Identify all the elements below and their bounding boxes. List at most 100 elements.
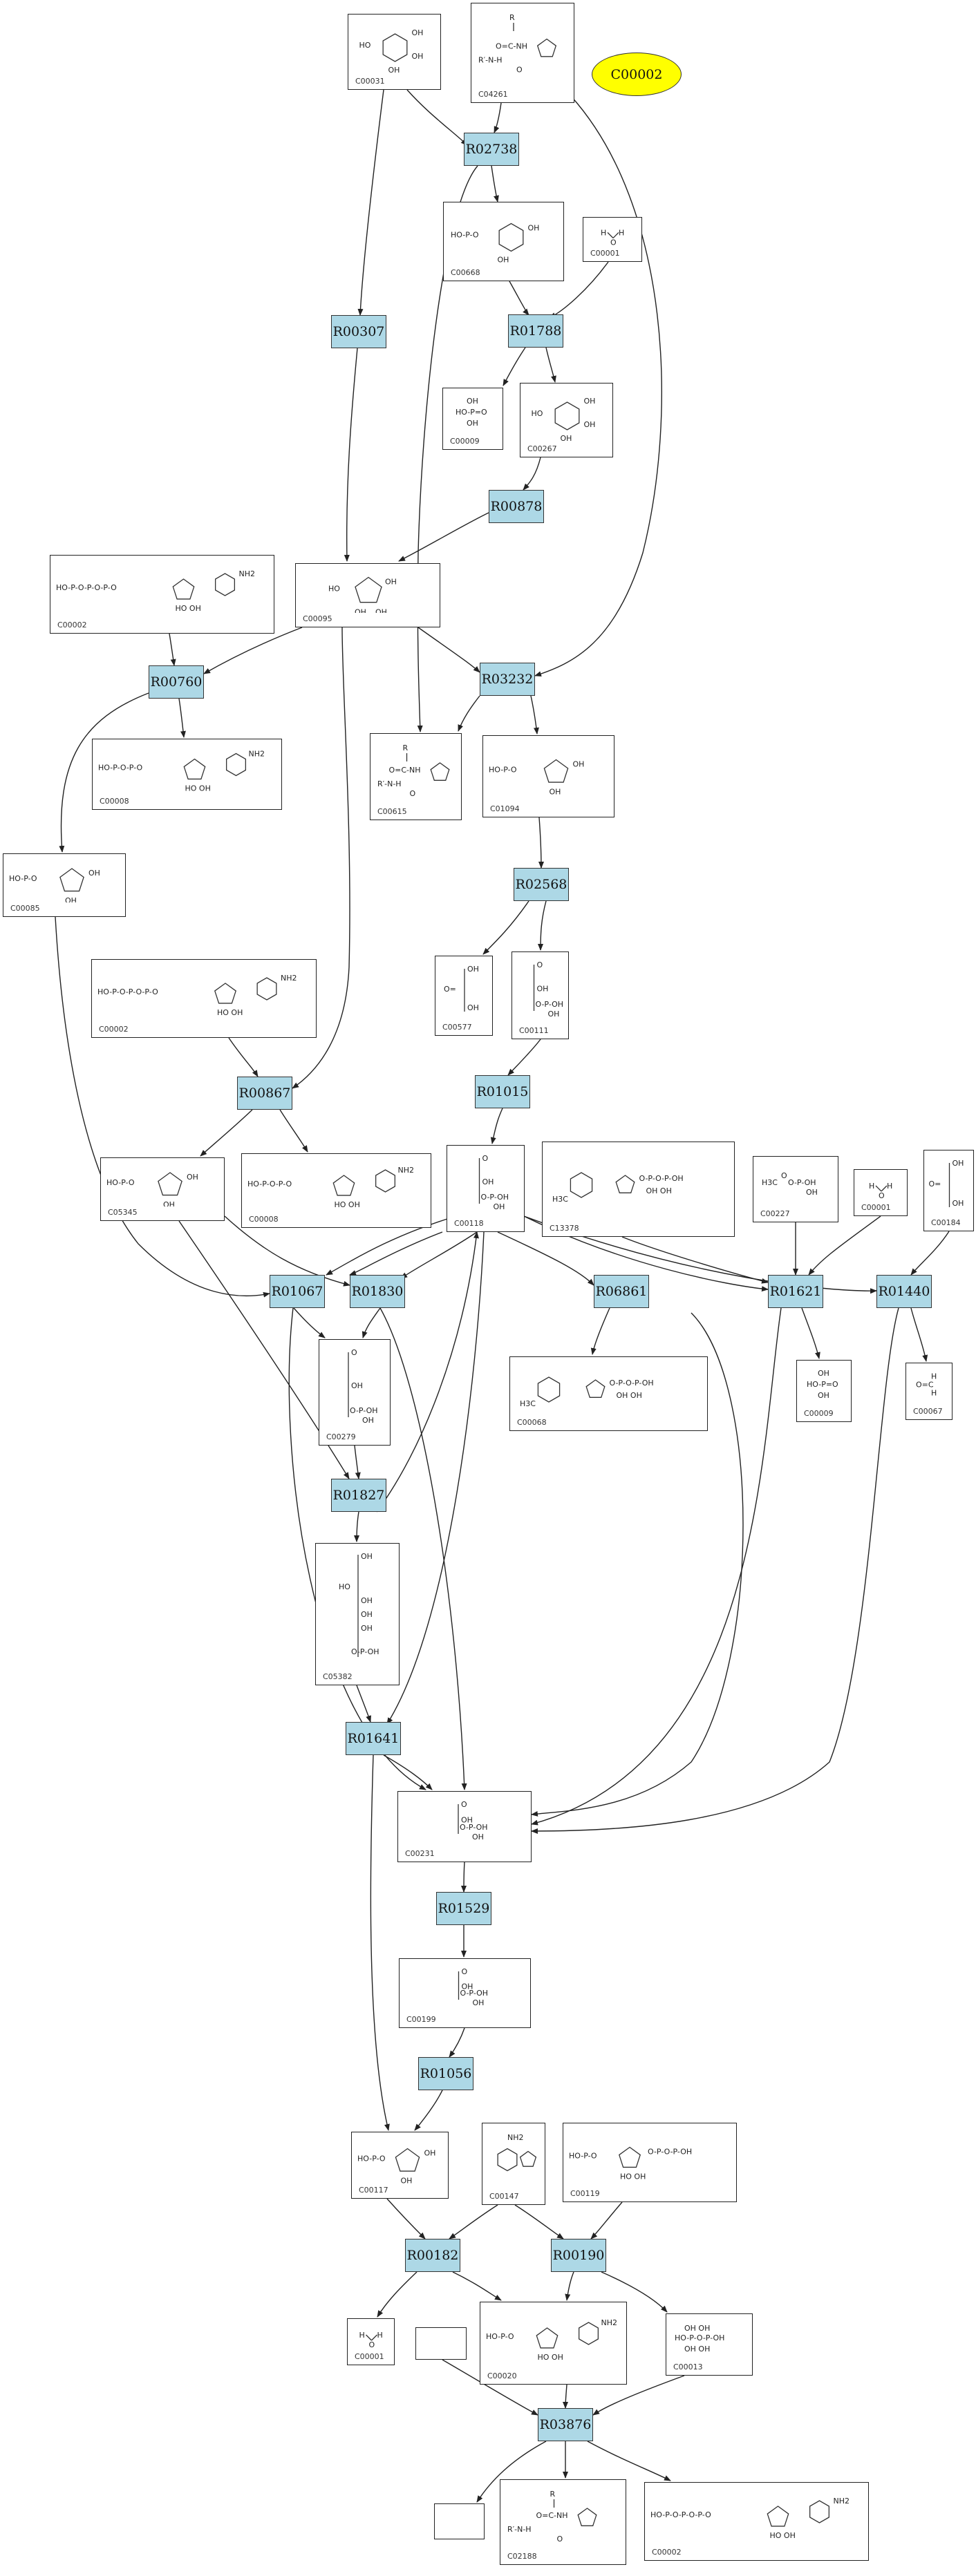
reaction-node-r06861[interactable]: R06861 xyxy=(594,1275,649,1308)
reaction-node-r00307[interactable]: R00307 xyxy=(331,315,386,348)
svg-text:H: H xyxy=(931,1372,937,1381)
svg-text:O: O xyxy=(369,2340,375,2349)
reaction-node-r01440[interactable]: R01440 xyxy=(876,1275,932,1308)
svg-text:HO-P-O: HO-P-O xyxy=(486,2332,514,2341)
reaction-node-r01067[interactable]: R01067 xyxy=(270,1275,325,1308)
reaction-arrow xyxy=(442,2359,538,2416)
reaction-node-r01830[interactable]: R01830 xyxy=(350,1275,405,1308)
compound-id-label: C00184 xyxy=(931,1218,961,1227)
svg-text:O: O xyxy=(537,960,543,969)
compound-id-label: C01094 xyxy=(490,804,520,813)
reaction-node-r00760[interactable]: R00760 xyxy=(149,665,204,699)
svg-text:H: H xyxy=(377,2331,383,2340)
reaction-arrow xyxy=(507,1039,541,1076)
reaction-node-r02738[interactable]: R02738 xyxy=(464,133,519,166)
reaction-arrow xyxy=(590,1307,610,1355)
svg-text:OH: OH xyxy=(424,2149,436,2158)
reaction-node-r01621[interactable]: R01621 xyxy=(768,1275,823,1308)
reaction-arrow xyxy=(494,102,502,133)
reaction-arrow xyxy=(362,1307,381,1338)
reaction-node-r01056[interactable]: R01056 xyxy=(418,2057,473,2090)
reaction-node-r01788[interactable]: R01788 xyxy=(508,314,563,348)
reaction-node-r00182[interactable]: R00182 xyxy=(405,2239,460,2272)
reaction-node-r01529[interactable]: R01529 xyxy=(436,1892,491,1925)
svg-text:O: O xyxy=(781,1171,787,1180)
reaction-arrow xyxy=(169,633,176,666)
reaction-arrow xyxy=(326,1215,457,1276)
reaction-node-r02568[interactable]: R02568 xyxy=(514,868,569,901)
reaction-arrow xyxy=(406,89,468,146)
svg-text:O-P-O-P-OH: O-P-O-P-OH xyxy=(610,1379,654,1388)
reaction-arrow xyxy=(224,1215,350,1287)
svg-text:H: H xyxy=(931,1389,937,1398)
reaction-arrow xyxy=(357,89,384,316)
svg-text:HO OH: HO OH xyxy=(176,604,201,613)
svg-text:OH: OH xyxy=(952,1199,964,1208)
svg-text:OH: OH xyxy=(561,434,572,443)
svg-text:OH: OH xyxy=(548,1010,560,1019)
compound-node-empty1[interactable] xyxy=(415,2327,467,2360)
reaction-node-r01641[interactable]: R01641 xyxy=(346,1722,401,1755)
compound-id-label: C00147 xyxy=(489,2192,519,2201)
svg-text:OH: OH xyxy=(498,256,509,265)
svg-text:OH: OH xyxy=(550,788,561,797)
reaction-node-r03232[interactable]: R03232 xyxy=(480,663,535,696)
reaction-node-r00190[interactable]: R00190 xyxy=(551,2239,606,2272)
reaction-node-r00878[interactable]: R00878 xyxy=(489,490,544,523)
compound-node-empty2[interactable] xyxy=(434,2503,485,2539)
svg-text:H: H xyxy=(887,1182,892,1191)
reaction-arrow xyxy=(356,1685,371,1723)
compound-id-label: C00231 xyxy=(405,1849,435,1858)
highlighted-compound-c00002[interactable]: C00002 xyxy=(592,53,682,96)
svg-text:O-P-OH: O-P-OH xyxy=(350,1406,378,1415)
reaction-node-r00867[interactable]: R00867 xyxy=(237,1077,292,1110)
reaction-node-r03876[interactable]: R03876 xyxy=(538,2408,593,2441)
svg-text:HO-P-O-P-OH: HO-P-O-P-OH xyxy=(675,2333,724,2342)
reaction-node-r01827[interactable]: R01827 xyxy=(331,1479,386,1512)
compound-id-label: C05382 xyxy=(323,1672,353,1681)
svg-text:OH: OH xyxy=(467,397,478,406)
reaction-node-r01015[interactable]: R01015 xyxy=(475,1075,530,1108)
reaction-arrow xyxy=(503,347,526,386)
